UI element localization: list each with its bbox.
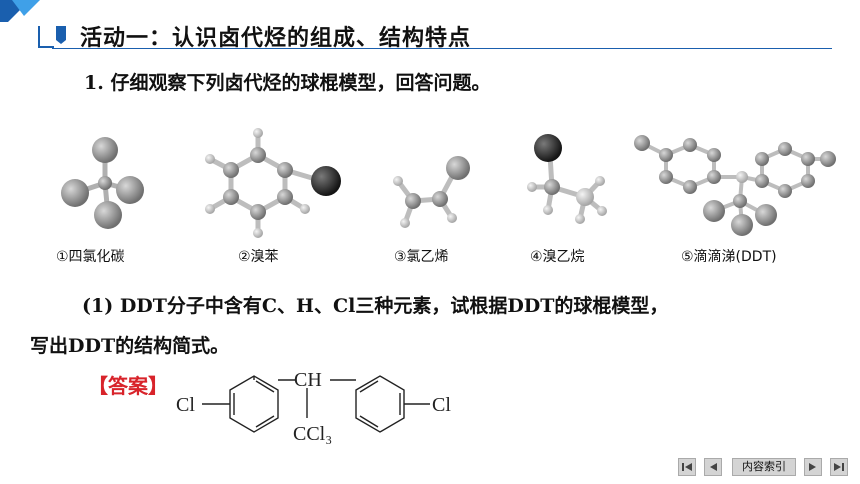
prev-page-icon [710, 463, 717, 471]
last-page-button[interactable] [830, 458, 848, 476]
caption-ccl4: ①四氯化碳 [56, 249, 125, 265]
answer-label: 【答案】 [88, 374, 168, 398]
formula-ccl3: CCl₃ [293, 423, 332, 445]
header-marker-icon [56, 26, 66, 44]
last-page-icon [834, 463, 844, 471]
formula-left-cl: Cl [176, 394, 195, 416]
first-page-icon [682, 463, 692, 471]
section-header: 活动一：认识卤代烃的组成、结构特点 [38, 20, 832, 51]
formula-right-cl: Cl [432, 394, 451, 416]
question-1: 1. 仔细观察下列卤代烃的球棍模型，回答问题。 [84, 72, 491, 94]
caption-ddt: ⑤滴滴涕(DDT) [681, 249, 777, 265]
model-bromoethane [527, 134, 607, 224]
model-ddt [634, 135, 836, 236]
header-bracket [38, 26, 54, 48]
formula-center-ch: CH [294, 369, 322, 391]
ddt-structure-formula: Cl Cl CH CCl₃ [176, 369, 451, 445]
model-bromobenzene [205, 128, 341, 238]
question-2: (1) DDT分子中含有C、H、Cl三种元素，试根据DDT的球棍模型， 写出DD… [30, 286, 830, 366]
caption-bromoethane: ④溴乙烷 [530, 249, 585, 265]
next-page-button[interactable] [804, 458, 822, 476]
content-index-button[interactable]: 内容索引 [732, 458, 796, 476]
question-2-line-1: (1) DDT分子中含有C、H、Cl三种元素，试根据DDT的球棍模型， [82, 295, 669, 317]
first-page-button[interactable] [678, 458, 696, 476]
corner-decoration [0, 0, 40, 22]
model-ccl4 [61, 137, 144, 229]
page-title: 活动一：认识卤代烃的组成、结构特点 [80, 26, 472, 51]
caption-vinyl-chloride: ③氯乙烯 [394, 249, 449, 265]
next-page-icon [809, 463, 816, 471]
question-2-line-2: 写出DDT的结构简式。 [30, 335, 230, 357]
caption-bromobenzene: ②溴苯 [238, 249, 279, 265]
ball-stick-models [61, 128, 836, 238]
prev-page-button[interactable] [704, 458, 722, 476]
header-rule [52, 48, 832, 49]
model-vinyl-chloride [393, 156, 470, 228]
